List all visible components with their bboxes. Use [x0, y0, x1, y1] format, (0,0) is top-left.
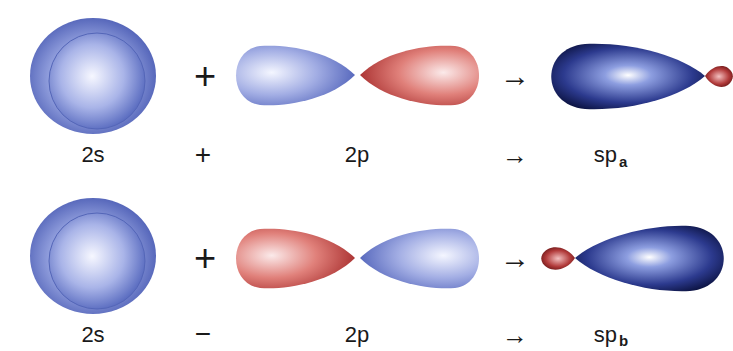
arrow-symbol: →	[502, 322, 528, 348]
sp-hybrid-orbital	[541, 226, 724, 291]
orbital-label: 2p	[345, 144, 369, 166]
orbital-subscript: a	[619, 154, 627, 169]
orbital-label: 2p	[345, 324, 369, 346]
plus-sign: +	[194, 57, 216, 95]
s-orbital	[30, 198, 156, 314]
orbital-label: 2s	[81, 144, 104, 166]
s-orbital	[30, 18, 156, 134]
arrow-symbol: →	[500, 243, 530, 273]
orbital-subscript: b	[619, 333, 628, 348]
arrow-symbol: →	[500, 61, 530, 91]
minus-sign: −	[195, 320, 211, 348]
arrow-symbol: →	[502, 142, 528, 168]
plus-sign: +	[195, 141, 211, 169]
plus-sign: +	[194, 239, 216, 277]
orbital-label: sp	[594, 144, 617, 166]
orbital-label: 2s	[81, 324, 104, 346]
sp-hybrid-orbital	[551, 44, 733, 109]
p-orbital	[236, 46, 479, 106]
p-orbital	[236, 229, 479, 289]
orbital-label: sp	[594, 324, 617, 346]
